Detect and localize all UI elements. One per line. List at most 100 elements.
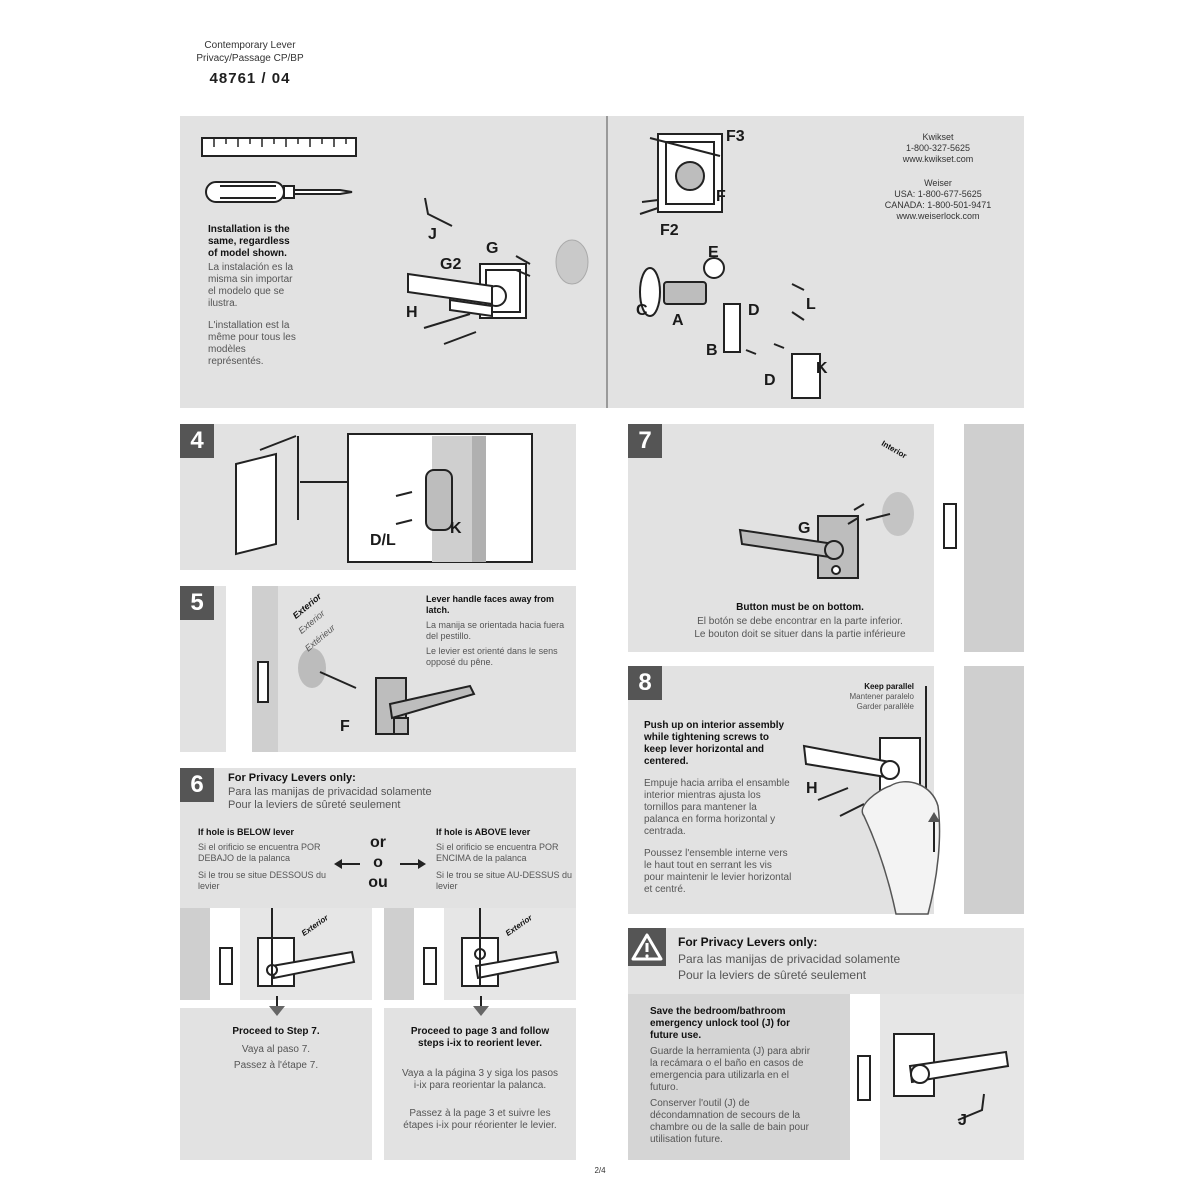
- step-7-number: 7: [628, 424, 662, 458]
- door-edge-divider: [606, 116, 608, 408]
- parts-illustration: [201, 133, 821, 399]
- down-arrow-icon: [473, 996, 489, 1016]
- step-6-title-es: Para las manijas de privacidad solamente: [228, 786, 432, 798]
- step-5-note-es: La manija se orientada hacia fuera del p…: [426, 620, 565, 641]
- install-note-fr: L'installation est la même pour tous les…: [208, 320, 296, 367]
- parts-panel: [180, 116, 1024, 408]
- step-8-label-h: H: [806, 780, 818, 797]
- right-result-fr: Passez à la page 3 et suivre les étapes …: [403, 1108, 557, 1131]
- strike-plate-icon: [425, 469, 453, 531]
- step-6-right-result: [384, 1008, 576, 1160]
- hand-icon: [861, 781, 941, 915]
- left-result-fr: Passez à l'étape 7.: [233, 1060, 319, 1071]
- part-label-g: G: [486, 240, 499, 257]
- step-5-illustration: [226, 586, 476, 752]
- strike-plate: [723, 303, 741, 353]
- part-label-b: B: [706, 342, 718, 359]
- step-4-illustration: [235, 433, 533, 563]
- part-label-l: L: [806, 296, 816, 313]
- below-lever-fr: Si le trou se situe DESSOUS du levier: [198, 870, 327, 891]
- door-icon: [235, 452, 277, 556]
- warning-title-es: Para las manijas de privacidad solamente: [678, 952, 901, 966]
- interior-rose-illustration: [639, 133, 723, 215]
- part-label-f2: F2: [660, 222, 679, 239]
- below-lever-es: Si el orificio se encuentra POR DEBAJO d…: [198, 842, 321, 863]
- step-6-number: 6: [180, 768, 214, 802]
- step-6-left-illustration: [180, 908, 356, 1000]
- exterior-lever-illustration: [407, 255, 531, 319]
- above-lever-es: Si el orificio se encuentra POR ENCIMA d…: [436, 842, 559, 863]
- step-7-caption-en: Button must be on bottom.: [736, 602, 864, 613]
- step-4-label-k: K: [450, 520, 462, 537]
- kwikset-contact: Kwikset 1-800-327-5625 www.kwikset.com: [902, 132, 974, 164]
- left-result-en: Proceed to Step 7.: [232, 1026, 320, 1037]
- step-7-illustration: [738, 424, 1024, 652]
- choice-arrows: [334, 859, 426, 869]
- step-8-instr-en: Push up on interior assembly while tight…: [644, 720, 785, 767]
- step-8-instr-fr: Poussez l'ensemble interne vers le haut …: [644, 848, 792, 895]
- part-label-f: F: [716, 188, 726, 205]
- step-6-title-en: For Privacy Levers only:: [228, 772, 356, 784]
- latch-faceplate: [639, 267, 661, 317]
- step-8-instr-es: Empuje hacia arriba el ensamble interior…: [644, 778, 790, 837]
- part-label-d2: D: [764, 372, 776, 389]
- warning-save-en: Save the bedroom/bathroom emergency unlo…: [650, 1006, 791, 1041]
- below-lever-en: If hole is BELOW lever: [198, 827, 295, 837]
- install-note-es: La instalación es la misma sin importar …: [208, 262, 294, 309]
- part-label-k: K: [816, 360, 828, 377]
- strike-box: [791, 353, 821, 399]
- warning-save-es: Guarde la herramienta (J) para abrir la …: [650, 1046, 811, 1093]
- part-label-f3: F3: [726, 128, 745, 145]
- warning-save-fr: Conserver l'outil (J) de décondamnation …: [650, 1098, 809, 1145]
- step-6-title-fr: Pour la leviers de sûreté seulement: [228, 799, 401, 811]
- part-label-d: D: [748, 302, 760, 319]
- latch-body: [663, 281, 707, 305]
- strike-screws: [745, 283, 805, 355]
- down-arrow-icon: [269, 996, 285, 1016]
- part-label-c: C: [636, 302, 648, 319]
- page-number: 2/4: [594, 1166, 606, 1175]
- left-result-es: Vaya al paso 7.: [241, 1044, 311, 1055]
- model-number: 48761 / 04: [209, 70, 291, 87]
- mounting-screws: [423, 313, 477, 345]
- or-en: or: [370, 834, 386, 851]
- keep-parallel-en: Keep parallel: [864, 682, 914, 691]
- part-label-h: H: [406, 304, 418, 321]
- part-label-a: A: [672, 312, 684, 329]
- or-es: o: [373, 854, 383, 871]
- emergency-tool-icon: [957, 1093, 985, 1121]
- or-fr: ou: [368, 874, 388, 891]
- step-5-note-fr: Le levier est orienté dans le sens oppos…: [426, 646, 558, 667]
- screwdriver-icon: [205, 181, 353, 203]
- warning-label-j: J: [958, 1112, 967, 1129]
- keep-parallel-fr: Garder parallèle: [856, 702, 914, 711]
- weiser-contact: Weiser USA: 1-800-677-5625 CANADA: 1-800…: [884, 178, 992, 221]
- step-7-caption-fr: Le bouton doit se situer dans la partie …: [694, 629, 906, 640]
- above-lever-en: If hole is ABOVE lever: [436, 827, 531, 837]
- step-6-right-illustration: [384, 908, 560, 1000]
- right-result-es: Vaya a la página 3 y siga los pasos i-ix…: [401, 1068, 559, 1091]
- right-result-en: Proceed to page 3 and follow steps i-ix …: [410, 1026, 550, 1049]
- step-5-label-f: F: [340, 718, 350, 735]
- warning-title-en: For Privacy Levers only:: [678, 935, 818, 949]
- warning-illustration: [850, 994, 1024, 1160]
- warning-title-fr: Pour la leviers de sûreté seulement: [678, 968, 867, 982]
- part-label-e: E: [708, 244, 719, 261]
- part-label-j: J: [428, 226, 437, 243]
- step-7-label-g: G: [798, 520, 811, 537]
- keep-parallel-es: Mantener paralelo: [849, 692, 914, 701]
- step-7-caption-es: El botón se debe encontrar en la parte i…: [697, 616, 903, 627]
- door-bore-hole: [555, 239, 589, 285]
- step-8-illustration: [802, 666, 1024, 915]
- part-label-g2: G2: [440, 256, 462, 273]
- step-5-number: 5: [180, 586, 214, 620]
- drive-adapter: [703, 257, 725, 279]
- ruler-icon: [201, 137, 357, 157]
- step-4-label-dl: D/L: [370, 532, 396, 549]
- product-name: Contemporary Lever: [204, 40, 296, 51]
- step-6-panel: [180, 768, 576, 908]
- warning-icon: [631, 933, 663, 961]
- step-4-number: 4: [180, 424, 214, 458]
- product-function: Privacy/Passage CP/BP: [196, 53, 304, 64]
- above-lever-fr: Si le trou se situe AU-DESSUS du levier: [436, 870, 573, 891]
